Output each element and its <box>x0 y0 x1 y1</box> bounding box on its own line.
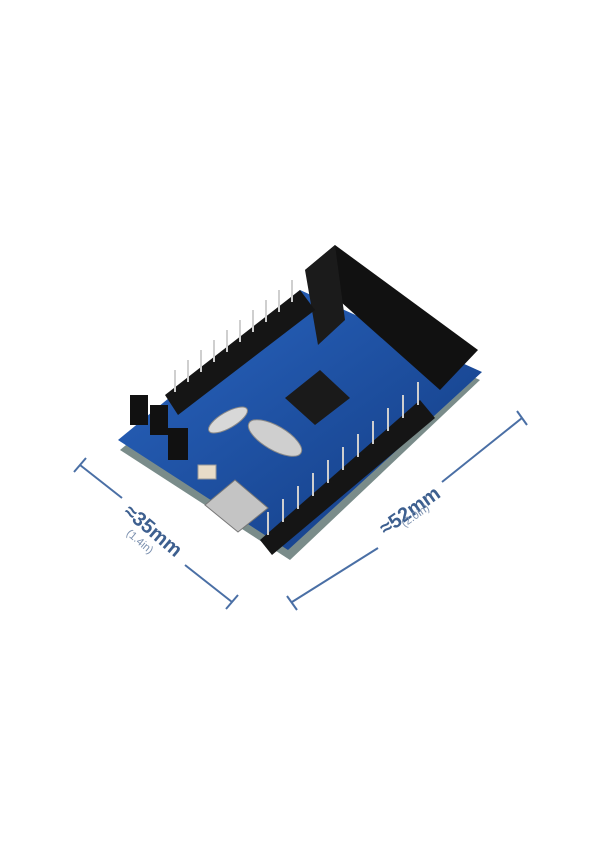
width-dimension-line <box>73 457 239 610</box>
length-dimension-line <box>286 410 528 611</box>
pcb-board <box>118 290 482 550</box>
mcu-chip <box>285 370 350 425</box>
mini-usb-connector <box>204 479 269 533</box>
